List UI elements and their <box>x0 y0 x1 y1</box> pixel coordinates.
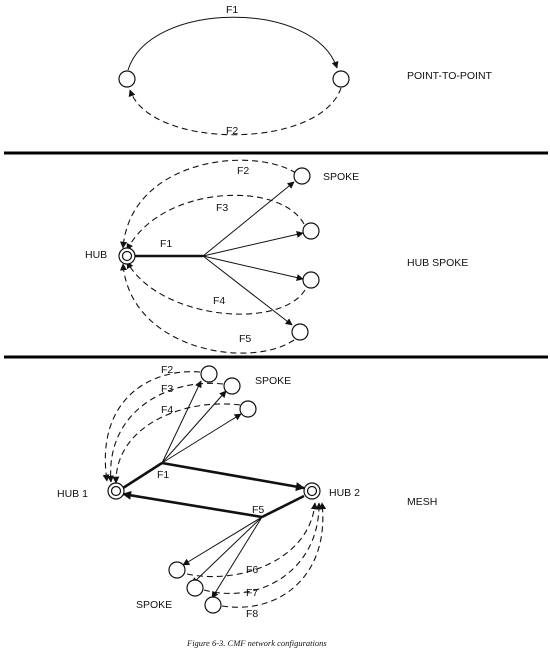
f7-label: F7 <box>246 587 258 599</box>
spoke-node <box>239 400 257 418</box>
f1-label: F1 <box>226 4 238 16</box>
f1-label: F1 <box>160 238 172 250</box>
hub2-to-hub1-link <box>122 490 263 519</box>
spoke-node <box>223 377 241 395</box>
spoke-label: SPOKE <box>323 171 359 183</box>
spoke-link <box>202 255 304 281</box>
spoke-link <box>161 390 227 464</box>
mesh-section: F1 F2 F3 F4 F5 F6 F7 F8 HUB 1 HUB 2 SPOK… <box>57 364 437 620</box>
spoke-link <box>202 231 304 257</box>
hub1-node-inner <box>110 485 122 497</box>
f4-label: F4 <box>213 295 225 307</box>
hub-node-inner <box>121 250 133 262</box>
spoke-node <box>200 365 218 383</box>
spoke-link <box>211 516 263 599</box>
figure-caption: Figure 6-3. CMF network configurations <box>186 638 327 648</box>
f8-label: F8 <box>246 608 258 620</box>
spoke-node <box>186 579 204 597</box>
f2-link <box>102 371 201 482</box>
f3-link <box>126 194 305 251</box>
hub2-to-branch-trunk <box>261 494 305 519</box>
f3-label: F3 <box>216 202 228 214</box>
f3-label: F3 <box>161 383 173 395</box>
f2-label: F2 <box>161 364 173 376</box>
spoke-link <box>202 181 295 257</box>
node-right <box>332 70 350 88</box>
hub2-label: HUB 2 <box>329 487 360 499</box>
spoke-node <box>293 167 311 185</box>
f4-link <box>112 403 241 484</box>
spoke-node <box>302 222 320 240</box>
f2-link <box>128 87 342 136</box>
spoke-link <box>182 516 263 566</box>
section-title: POINT-TO-POINT <box>407 70 493 82</box>
f7-link <box>203 502 323 594</box>
f4-link <box>126 261 306 315</box>
hub1-to-hub2-link <box>161 461 305 492</box>
f5-label: F5 <box>252 504 264 516</box>
hub-label: HUB <box>85 249 107 261</box>
f4-label: F4 <box>161 404 173 416</box>
spoke-link <box>161 380 202 464</box>
node-left <box>118 70 136 88</box>
spoke-label-top: SPOKE <box>255 375 291 387</box>
f5-label: F5 <box>239 333 251 345</box>
spoke-node <box>204 596 222 614</box>
spoke-node <box>291 323 309 341</box>
spoke-link <box>161 413 242 464</box>
f6-label: F6 <box>246 564 258 576</box>
hub-spoke-section: F1 F2 F3 F4 F5 HUB SPOKE HUB SPOKE <box>85 159 468 354</box>
spoke-node <box>302 271 320 289</box>
f2-label: F2 <box>237 165 249 177</box>
f1-link <box>127 16 339 71</box>
f5-link <box>120 263 295 354</box>
section-title: MESH <box>407 496 437 508</box>
f2-link <box>120 159 297 249</box>
f6-link <box>186 502 318 578</box>
f2-label: F2 <box>226 125 238 137</box>
hub1-to-branch-trunk <box>122 461 163 490</box>
hub1-label: HUB 1 <box>57 488 88 500</box>
f3-link <box>106 382 224 483</box>
f1-label: F1 <box>157 469 169 481</box>
hub2-node-inner <box>306 485 318 497</box>
spoke-link <box>202 255 293 326</box>
f8-link <box>221 502 327 608</box>
spoke-label-bottom: SPOKE <box>136 599 172 611</box>
section-title: HUB SPOKE <box>407 257 468 269</box>
spoke-node <box>168 561 186 579</box>
point-to-point-section: F1 F2 POINT-TO-POINT <box>118 4 493 137</box>
spoke-link <box>191 516 263 585</box>
